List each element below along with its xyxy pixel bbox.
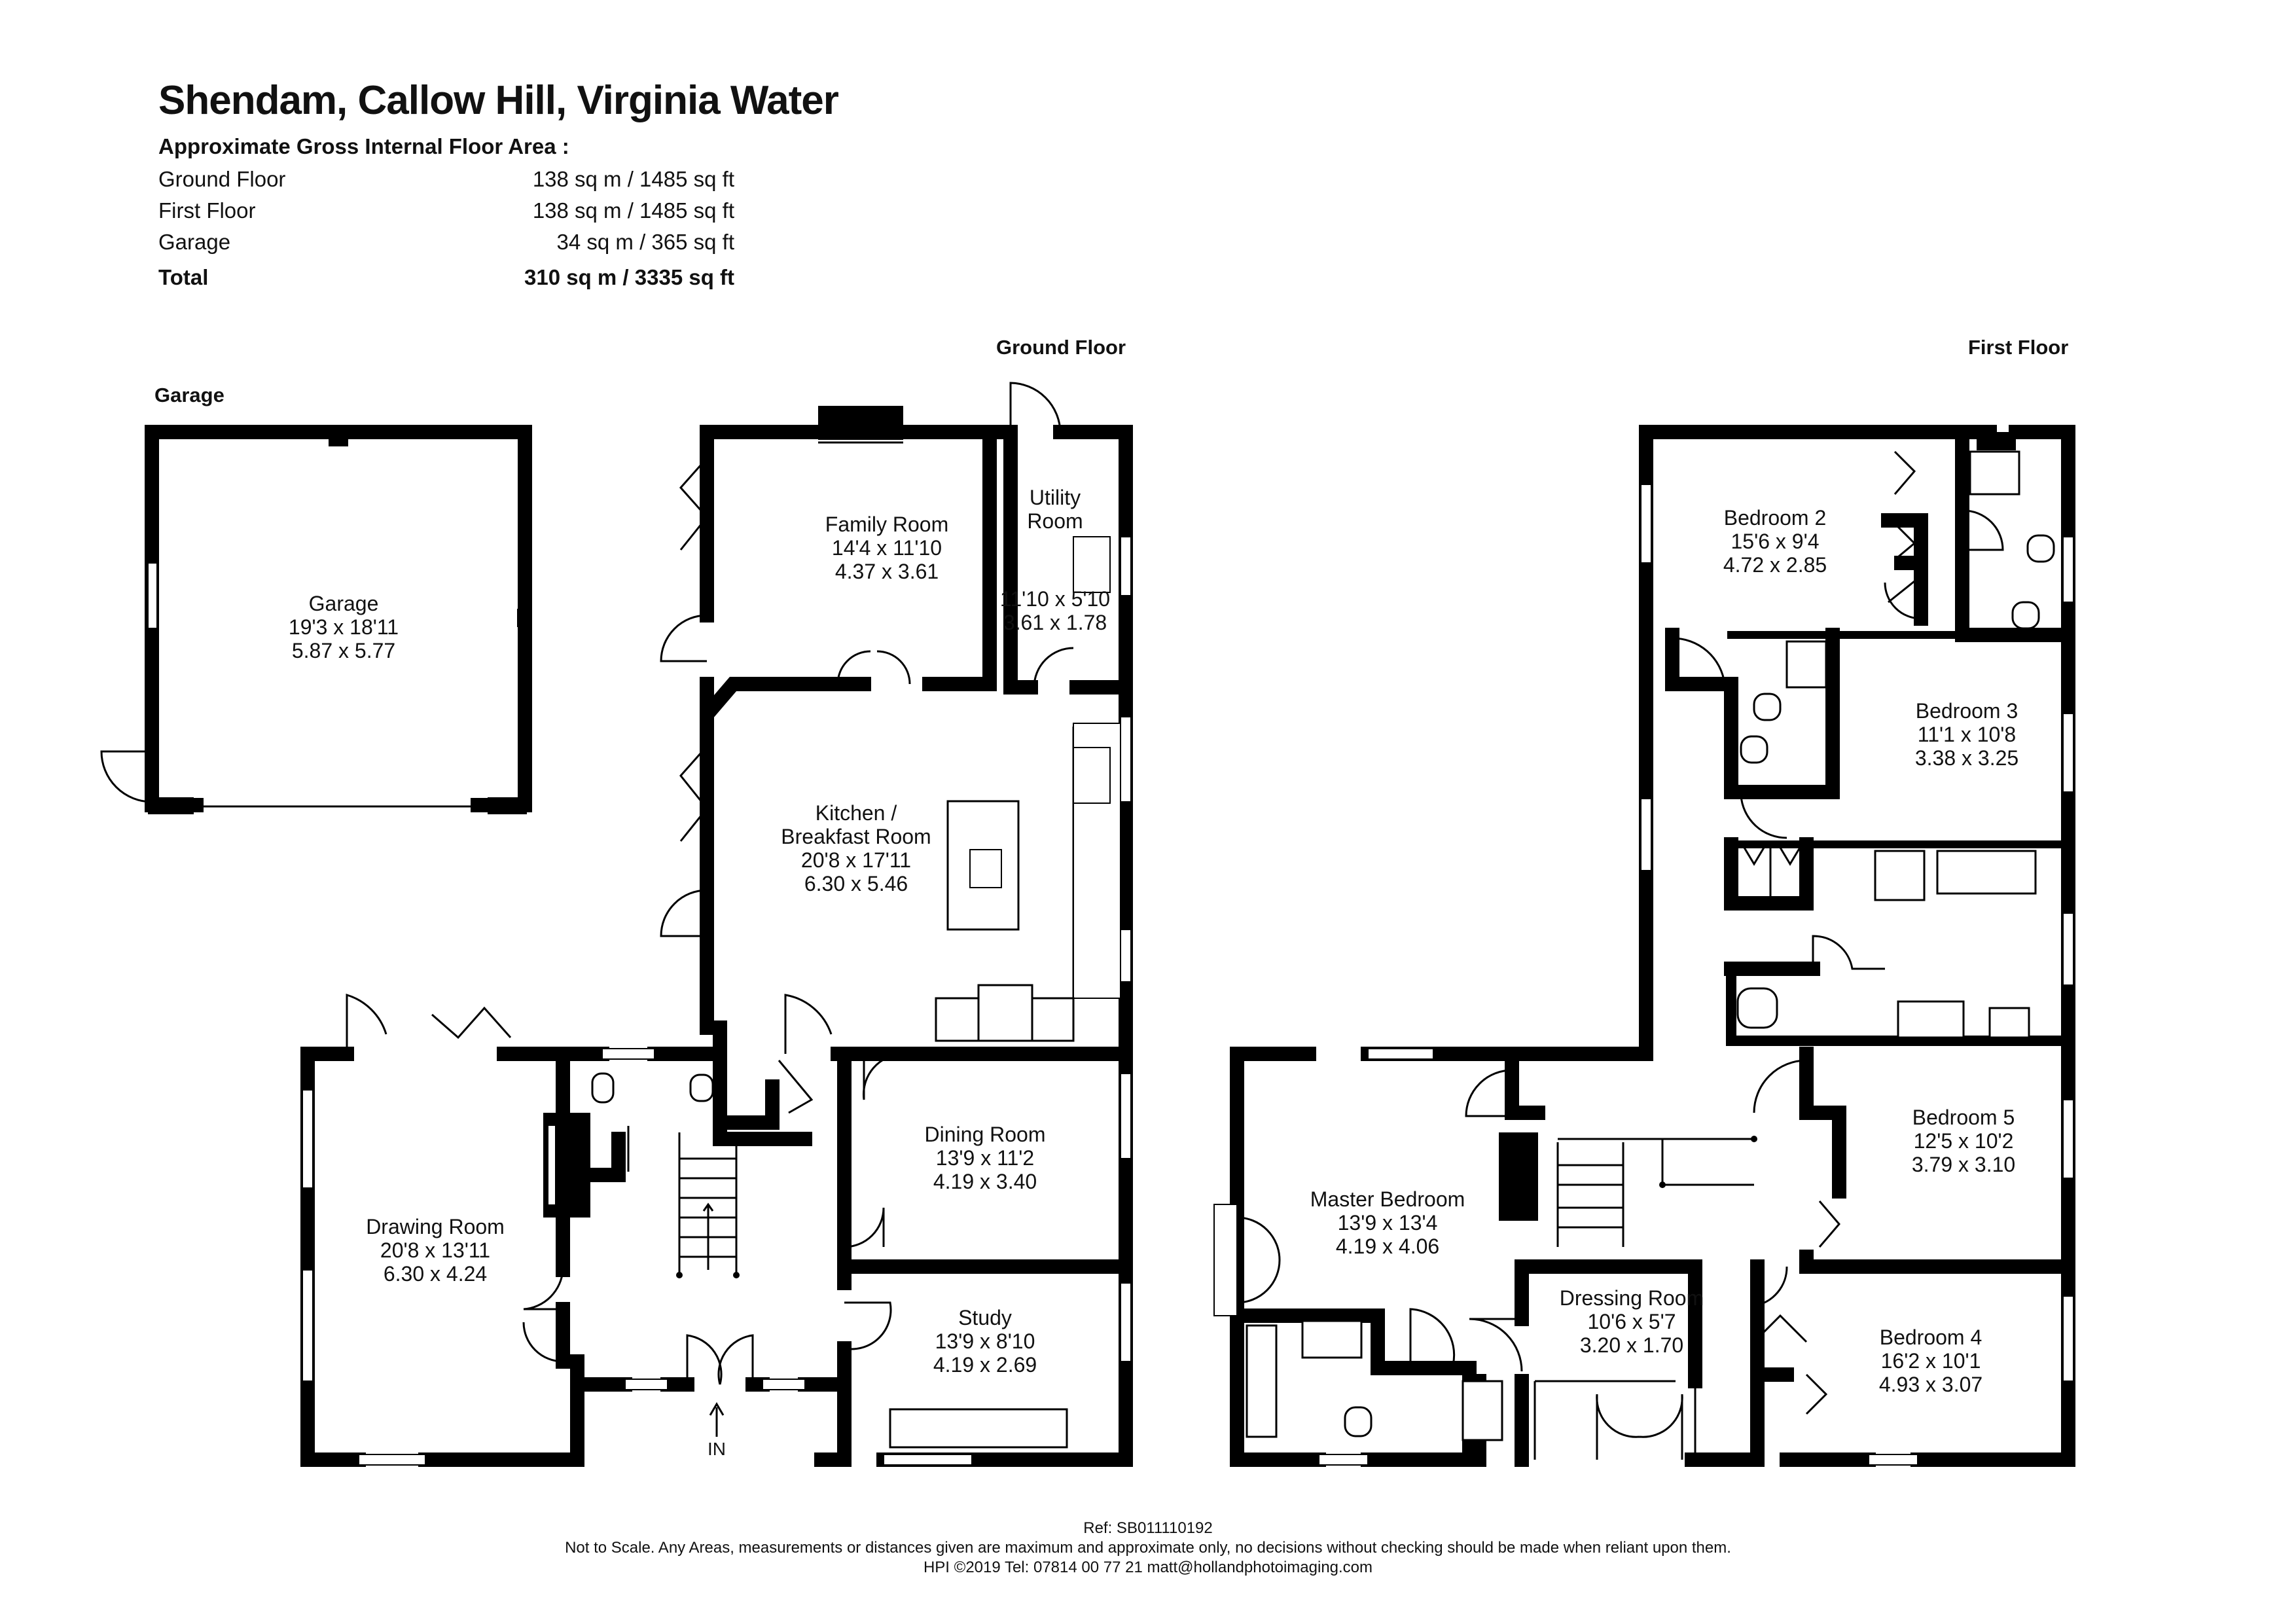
reference-number: Ref: SB011110192	[1083, 1519, 1213, 1537]
kitchen-metric: 6.30 x 5.46	[804, 872, 908, 895]
floor-area-table: Approximate Gross Internal Floor Area : …	[158, 134, 734, 297]
area-label: First Floor	[158, 198, 256, 223]
drawing-room-metric: 6.30 x 4.24	[384, 1262, 487, 1286]
master-bedroom-metric: 4.19 x 4.06	[1336, 1235, 1439, 1258]
bedroom5-imperial: 12'5 x 10'2	[1914, 1129, 2014, 1153]
area-row-ground: Ground Floor 138 sq m / 1485 sq ft	[158, 167, 734, 198]
disclaimer: Not to Scale. Any Areas, measurements or…	[565, 1539, 1731, 1557]
family-room-imperial: 14'4 x 11'10	[832, 536, 942, 560]
family-room-metric: 4.37 x 3.61	[835, 560, 939, 583]
kitchen-imperial: 20'8 x 17'11	[801, 848, 911, 872]
study-imperial: 13'9 x 8'10	[935, 1329, 1035, 1353]
area-value: 138 sq m / 1485 sq ft	[532, 167, 734, 191]
bedroom2-metric: 4.72 x 2.85	[1723, 553, 1827, 577]
garage-imperial: 19'3 x 18'11	[289, 615, 399, 639]
utility-room-metric: 3.61 x 1.78	[1003, 611, 1107, 634]
utility-room-imperial: 11'10 x 5'10	[1000, 587, 1110, 611]
utility-room-name2: Room	[1027, 509, 1083, 533]
garage-metric: 5.87 x 5.77	[292, 639, 395, 662]
bedroom2-name: Bedroom 2	[1724, 506, 1827, 530]
kitchen-name: Kitchen /	[816, 801, 897, 825]
entrance-label: IN	[708, 1439, 726, 1459]
study-name: Study	[958, 1306, 1012, 1329]
drawing-room-name: Drawing Room	[366, 1215, 505, 1238]
area-label: Garage	[158, 230, 231, 254]
family-room-name: Family Room	[825, 513, 948, 536]
bedroom3-imperial: 11'1 x 10'8	[1918, 723, 2016, 746]
dressing-room-name: Dressing Room	[1560, 1286, 1704, 1310]
drawing-room-imperial: 20'8 x 13'11	[380, 1238, 490, 1262]
bedroom4-name: Bedroom 4	[1880, 1326, 1982, 1349]
property-title: Shendam, Callow Hill, Virginia Water	[158, 78, 839, 123]
master-bedroom-name: Master Bedroom	[1310, 1187, 1465, 1211]
bedroom4-imperial: 16'2 x 10'1	[1881, 1349, 1981, 1373]
bedroom5-name: Bedroom 5	[1912, 1106, 2015, 1129]
total-label: Total	[158, 265, 209, 289]
ground-floor-plan: IN	[300, 382, 1133, 1467]
area-value: 138 sq m / 1485 sq ft	[532, 198, 734, 223]
area-row-garage: Garage 34 sq m / 365 sq ft	[158, 230, 734, 261]
study-metric: 4.19 x 2.69	[933, 1353, 1037, 1377]
dressing-room-metric: 3.20 x 1.70	[1580, 1333, 1683, 1357]
contact-details: HPI ©2019 Tel: 07814 00 77 21 matt@holla…	[923, 1559, 1373, 1576]
master-bedroom-imperial: 13'9 x 13'4	[1338, 1211, 1438, 1235]
first-floor-plan	[1213, 425, 2075, 1467]
garage-plan	[100, 425, 532, 814]
dining-room-metric: 4.19 x 3.40	[933, 1170, 1037, 1193]
area-heading: Approximate Gross Internal Floor Area :	[158, 134, 569, 158]
garage-name: Garage	[309, 592, 379, 615]
bedroom4-metric: 4.93 x 3.07	[1879, 1373, 1982, 1396]
area-row-first: First Floor 138 sq m / 1485 sq ft	[158, 198, 734, 230]
utility-room-name: Utility	[1030, 486, 1081, 509]
kitchen-name2: Breakfast Room	[781, 825, 931, 848]
dining-room-name: Dining Room	[925, 1123, 1046, 1146]
ground-floor-caption: Ground Floor	[996, 336, 1126, 359]
garage-floor-caption: Garage	[154, 384, 224, 406]
area-label: Ground Floor	[158, 167, 286, 191]
room-labels: Garage 19'3 x 18'11 5.87 x 5.77 Family R…	[289, 486, 2018, 1396]
bedroom5-metric: 3.79 x 3.10	[1912, 1153, 2015, 1176]
first-floor-caption: First Floor	[1968, 336, 2068, 359]
dressing-room-imperial: 10'6 x 5'7	[1588, 1310, 1676, 1333]
bedroom3-metric: 3.38 x 3.25	[1915, 746, 2018, 770]
total-value: 310 sq m / 3335 sq ft	[524, 265, 734, 289]
bedroom2-imperial: 15'6 x 9'4	[1731, 530, 1820, 553]
area-value: 34 sq m / 365 sq ft	[556, 230, 734, 254]
bedroom3-name: Bedroom 3	[1916, 699, 2018, 723]
dining-room-imperial: 13'9 x 11'2	[936, 1146, 1034, 1170]
area-row-total: Total 310 sq m / 3335 sq ft	[158, 265, 734, 297]
